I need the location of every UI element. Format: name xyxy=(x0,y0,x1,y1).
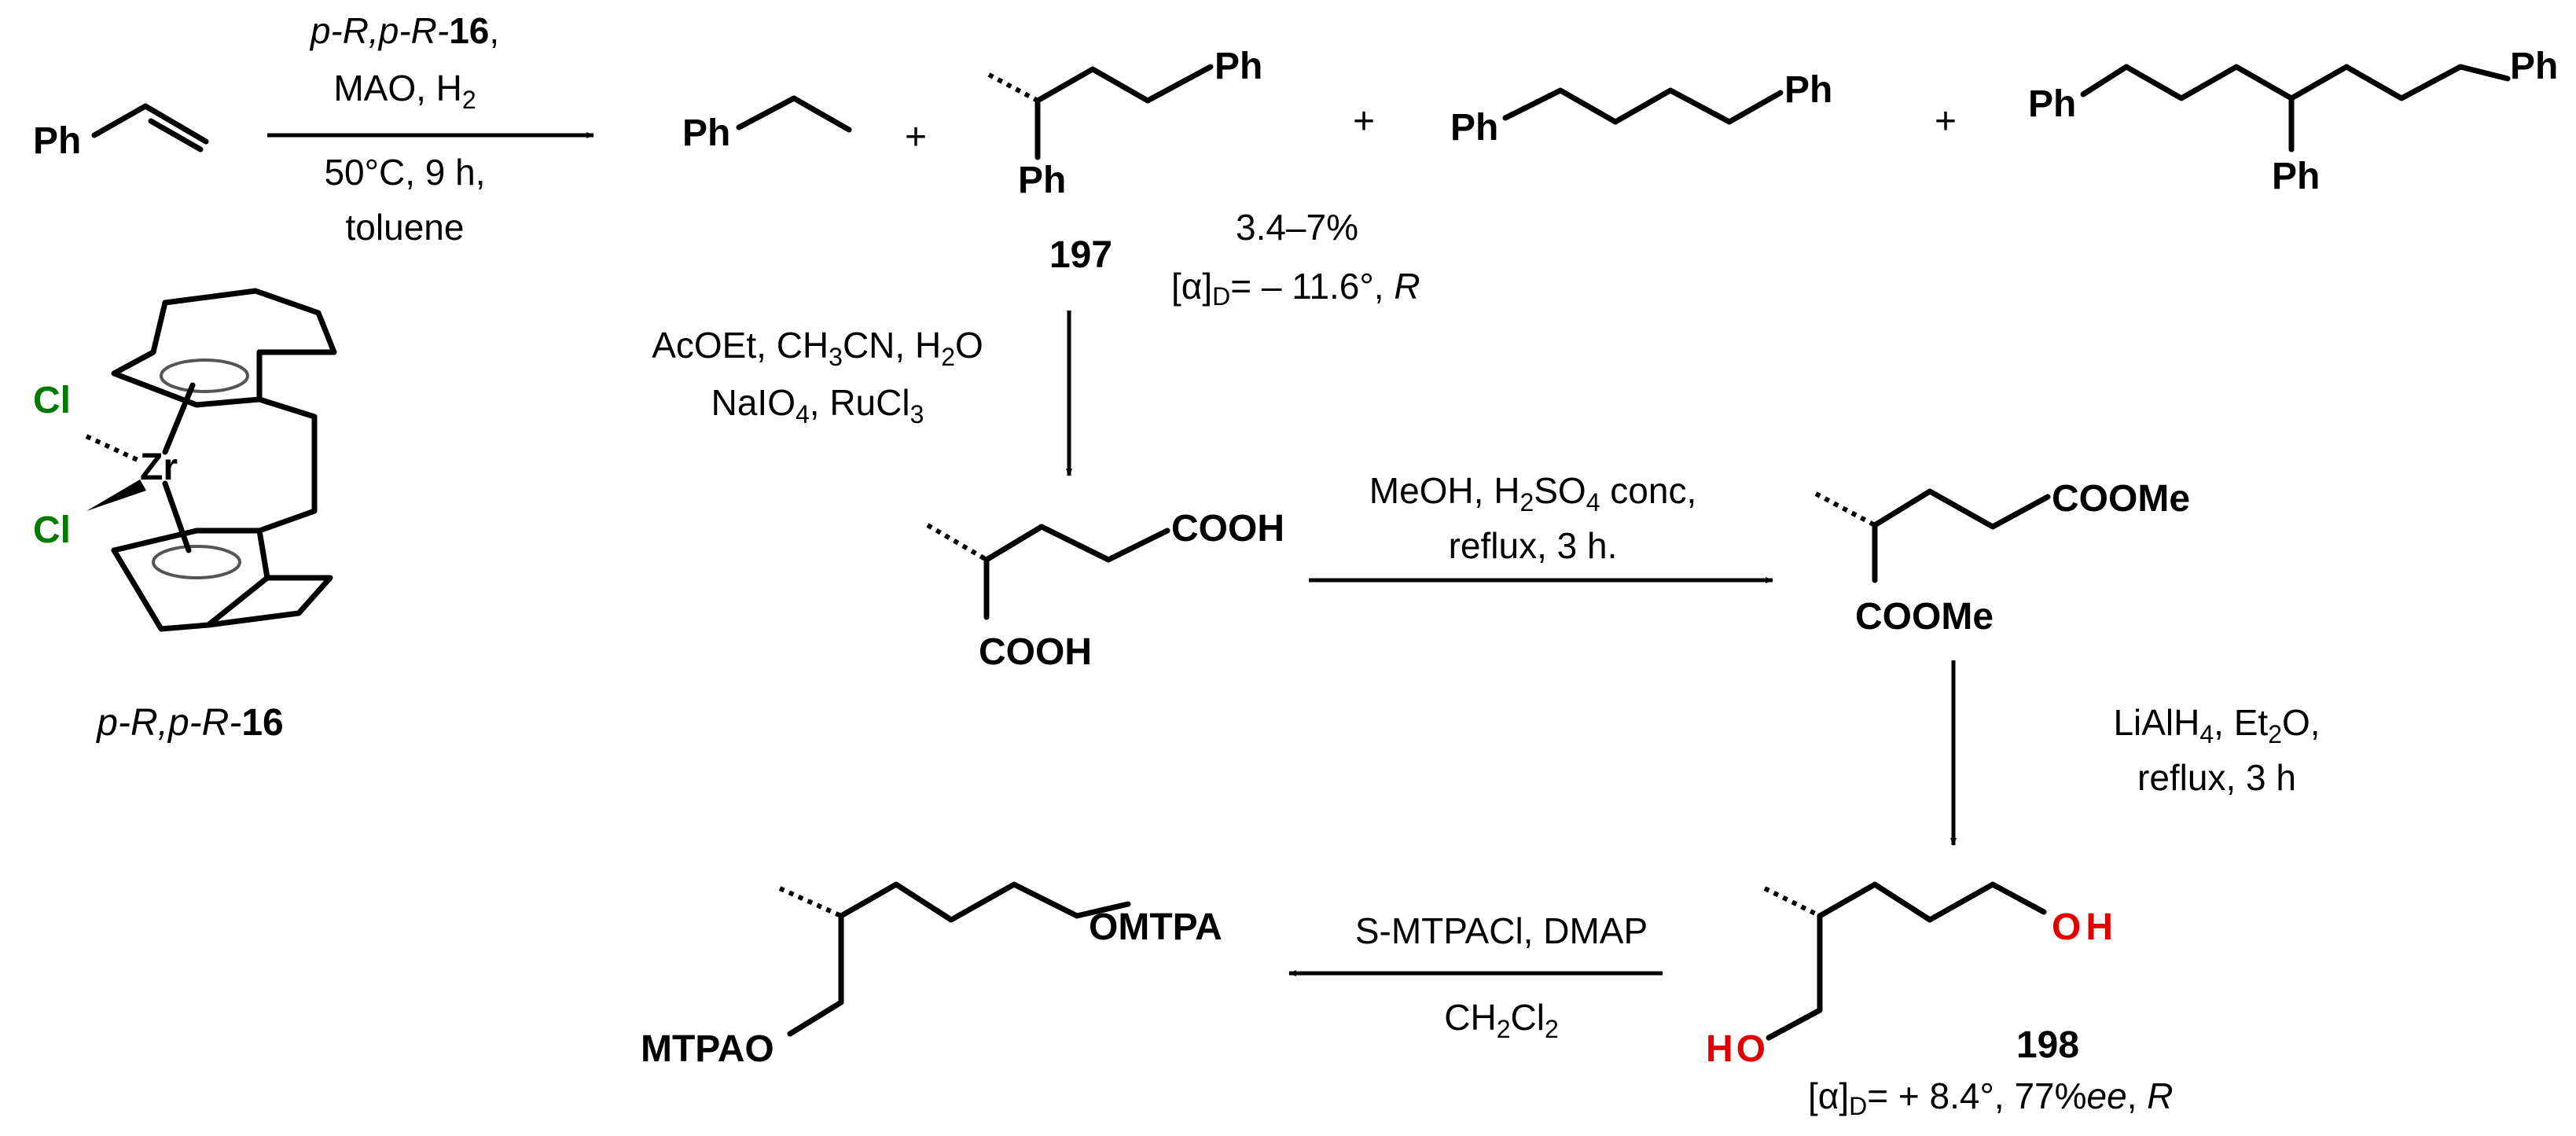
plus-sign-1: + xyxy=(905,116,927,158)
step5-line1: S-MTPACl, DMAP xyxy=(1355,910,1648,951)
catalyst-name-label: p-R,p-R-16 xyxy=(95,702,283,744)
mtpa-methyl-hashed-bond xyxy=(778,886,843,918)
step1-catalyst-line: p-R,p-R-16, xyxy=(309,10,499,51)
step3-conditions: MeOH, H2SO4 conc, reflux, 3 h. xyxy=(1309,470,1773,583)
trimer-ph-middle: Ph xyxy=(2272,156,2320,197)
diphenylbutane-ph-right: Ph xyxy=(1784,69,1832,111)
styrene-double-bond xyxy=(148,118,204,153)
catalyst-structure: Zr Cl Cl p-R,p-R-16 xyxy=(33,288,337,744)
plus-sign-3: + xyxy=(1935,101,1957,142)
step2-line2: NaIO4, RuCl3 xyxy=(711,382,924,428)
step5-line2: CH2Cl2 xyxy=(1444,997,1559,1043)
ethylbenzene-chain xyxy=(736,95,852,133)
step1-mao-line: MAO, H2 xyxy=(333,68,476,114)
bis-mtpa-ester-structure: OMTPA MTPAO xyxy=(641,881,1222,1070)
mtpa-mtpao-label: MTPAO xyxy=(641,1028,774,1070)
catalyst-lower-ring xyxy=(111,528,270,628)
catalyst-zr-lower-bond xyxy=(162,480,192,553)
catalyst-cl-upper-label: Cl xyxy=(33,380,71,421)
step2-conditions: AcOEt, CH3CN, H2O NaIO4, RuCl3 xyxy=(652,311,1072,476)
step4-line2: reflux, 3 h xyxy=(2137,757,2296,798)
diester-methyl-hashed-bond xyxy=(1814,491,1876,528)
step1-solvent-line: toluene xyxy=(346,207,465,248)
197-number-label: 197 xyxy=(1049,234,1112,276)
step4-conditions: LiAlH4, Et2O, reflux, 3 h xyxy=(1950,660,2321,846)
catalyst-lower-aromatic xyxy=(152,545,241,579)
198-ch2oh-bond xyxy=(1766,913,1823,1041)
step1-conditions: p-R,p-R-16, MAO, H2 50°C, 9 h, toluene xyxy=(267,10,594,248)
step5-conditions: S-MTPACl, DMAP CH2Cl2 xyxy=(1288,910,1663,1043)
trimer-ph-right: Ph xyxy=(2510,46,2558,87)
197-chain xyxy=(1034,64,1214,104)
trimer-ph-left: Ph xyxy=(2028,83,2076,125)
catalyst-upper-aromatic xyxy=(160,358,249,393)
product-diphenylbutane: Ph Ph xyxy=(1450,69,1832,149)
diacid-cooh-right: COOH xyxy=(1171,508,1284,550)
diphenylbutane-ph-left: Ph xyxy=(1450,107,1498,149)
mtpa-omtpa-label: OMTPA xyxy=(1089,906,1222,948)
ethylbenzene-ph-label: Ph xyxy=(682,112,730,154)
198-oh-lower: HO xyxy=(1706,1028,1766,1070)
catalyst-lower-cyclohexyl xyxy=(111,547,333,632)
diester-chain xyxy=(1872,488,2051,530)
compound-197-structure: Ph Ph 197 xyxy=(987,46,1262,276)
198-methyl-hashed-bond xyxy=(1763,886,1821,918)
trimer-chain xyxy=(2080,64,2511,101)
diacid-structure: COOH COOH xyxy=(926,508,1284,673)
197-ph-lower-label: Ph xyxy=(1018,160,1066,201)
step3-line1: MeOH, H2SO4 conc, xyxy=(1369,470,1696,517)
product-ethylbenzene: Ph xyxy=(682,95,852,154)
catalyst-cl-lower-label: Cl xyxy=(33,509,71,551)
catalyst-cl-wedge-bond xyxy=(86,480,146,511)
catalyst-zr-label: Zr xyxy=(140,447,178,488)
198-chain xyxy=(1817,881,2047,923)
mtpa-ch2o-bond xyxy=(787,913,844,1037)
step3-line2: reflux, 3 h. xyxy=(1449,525,1618,566)
diester-coome-lower: COOMe xyxy=(1855,596,1994,638)
198-rotation-label: [α]D= + 8.4°, 77%ee, R xyxy=(1808,1075,2174,1120)
198-number-label: 198 xyxy=(2016,1024,2079,1066)
product-trimer: Ph Ph Ph xyxy=(2028,46,2558,197)
catalyst-upper-cyclohexyl xyxy=(162,288,337,355)
step1-temperature-line: 50°C, 9 h, xyxy=(324,152,485,193)
catalyst-zr-upper-bond xyxy=(162,382,196,455)
plus-sign-2: + xyxy=(1353,101,1375,142)
step4-line1: LiAlH4, Et2O, xyxy=(2113,702,2320,748)
styrene-vinyl-bond xyxy=(91,103,209,145)
catalyst-cl-hashed-bond xyxy=(85,434,139,462)
197-methyl-hashed-bond xyxy=(987,72,1039,103)
catalyst-upper-ring xyxy=(111,300,263,408)
diacid-chain xyxy=(983,524,1170,563)
197-rotation-label: [α]D= – 11.6°, R xyxy=(1171,266,1420,311)
diester-coome-right: COOMe xyxy=(2052,478,2190,520)
diacid-cooh-lower: COOH xyxy=(979,631,1092,673)
mtpa-chain xyxy=(838,881,1131,923)
step2-line1: AcOEt, CH3CN, H2O xyxy=(652,325,983,371)
197-yield-label: 3.4–7% xyxy=(1236,207,1358,248)
catalyst-ethano-bridge xyxy=(256,396,318,534)
diester-structure: COOMe COOMe xyxy=(1814,478,2190,638)
styrene-ph-label: Ph xyxy=(33,120,81,162)
197-ph-terminal-label: Ph xyxy=(1215,46,1262,87)
styrene-structure: Ph xyxy=(33,103,209,162)
diacid-methyl-hashed-bond xyxy=(926,523,988,562)
diphenylbutane-chain xyxy=(1502,87,1784,125)
